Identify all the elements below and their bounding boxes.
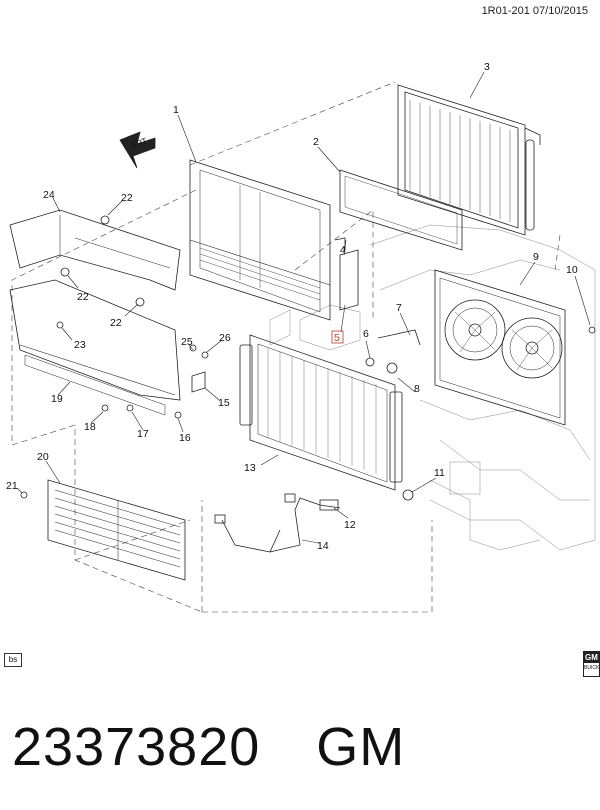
front-arrow-icon [119, 131, 156, 169]
callout-2: 2 [313, 136, 319, 148]
leader-lines [16, 71, 591, 544]
fasteners [20, 215, 596, 501]
gm-buick-logo: GM BUICK [583, 651, 600, 677]
fan-shroud [434, 269, 566, 426]
brand-name: GM [316, 717, 406, 777]
callout-9: 9 [533, 251, 539, 263]
callout-5: 5 [334, 332, 340, 344]
callout-12: 12 [344, 519, 356, 531]
callout-20: 20 [37, 451, 49, 463]
callout-13: 13 [244, 462, 256, 474]
air-seal [339, 169, 463, 251]
wiring-harness [214, 493, 341, 553]
callout-15: 15 [218, 397, 230, 409]
callout-6: 6 [363, 328, 369, 340]
callout-22a: 22 [121, 192, 133, 204]
upper-deflector [9, 209, 181, 291]
callout-19: 19 [51, 393, 63, 405]
callout-23: 23 [74, 339, 86, 351]
logo-top: GM [584, 652, 599, 663]
lower-baffle [9, 279, 181, 416]
callout-1: 1 [173, 104, 179, 116]
callout-10: 10 [566, 264, 578, 276]
exploded-parts-diagram: 1R01-201 07/10/2015 [6, 5, 596, 613]
engine-bay-background [269, 224, 596, 551]
radiator [239, 334, 403, 491]
callout-21: 21 [6, 480, 18, 492]
callout-labels: 1 2 3 4 5 6 7 8 9 10 11 12 13 14 15 16 1… [6, 61, 578, 552]
callout-11: 11 [434, 467, 445, 479]
callout-18: 18 [84, 421, 96, 433]
callout-22b: 22 [77, 291, 89, 303]
callout-24: 24 [43, 189, 55, 201]
callout-25: 25 [181, 336, 193, 348]
radiator-support [189, 159, 331, 321]
callout-7: 7 [396, 302, 402, 314]
logo-bottom: BUICK [584, 665, 600, 671]
footer-caption: 23373820 GM [12, 712, 405, 782]
callout-16: 16 [179, 432, 191, 444]
callout-26: 26 [219, 332, 231, 344]
callout-22c: 22 [110, 317, 122, 329]
upper-brackets [334, 237, 359, 311]
diagram-reference: 1R01-201 07/10/2015 [481, 5, 588, 17]
diagram-canvas: FRT 1 2 3 4 5 6 7 8 9 10 11 12 13 14 15 … [6, 61, 596, 613]
part-number: 23373820 [12, 717, 261, 777]
callout-17: 17 [137, 428, 149, 440]
shutter-assembly [47, 479, 186, 581]
callout-14: 14 [317, 540, 329, 552]
callout-4: 4 [340, 244, 346, 256]
callout-3: 3 [484, 61, 490, 73]
callout-8: 8 [414, 383, 420, 395]
condenser [397, 84, 541, 236]
section-badge: bs [4, 653, 22, 667]
